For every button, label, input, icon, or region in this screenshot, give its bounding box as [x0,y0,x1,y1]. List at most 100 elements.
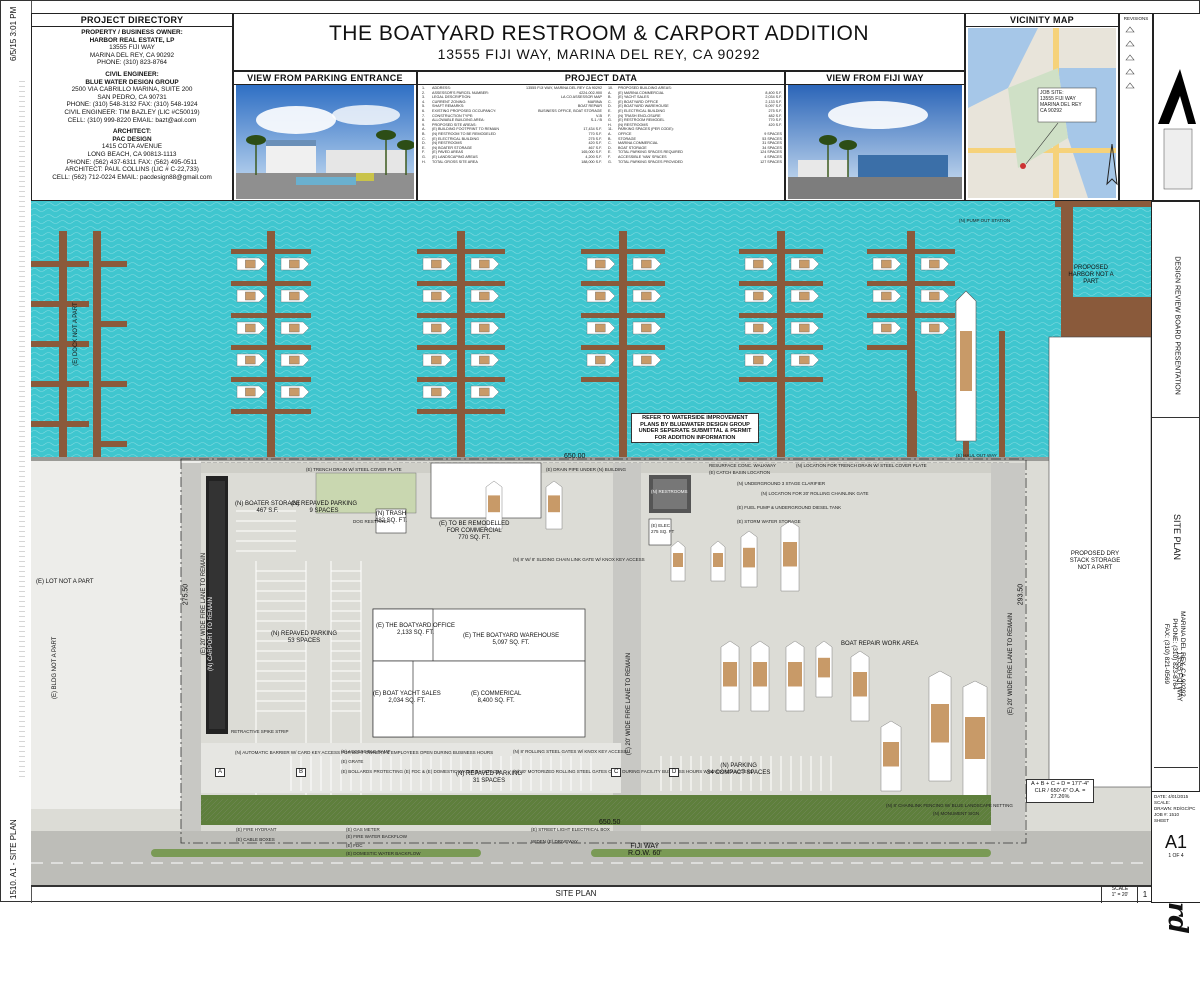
boat-deck [289,323,300,333]
label-motorized: (N) 40' MOTORIZED ROLLING STEEL GATES OP… [513,769,753,774]
project-data-num: H. [422,159,426,164]
project-data-value: 420 S.F. [588,141,602,146]
fiji-way-text: FIJI WAY [630,843,660,850]
dock-fingers [231,201,1151,459]
boat-deck [965,717,985,759]
project-data-num: 11. [608,127,613,132]
project-data-value: 4224-002-900 [579,90,602,95]
scale-box: SCALE 1" = 20' [1101,886,1138,903]
label-trash: (N) TRASH 482 SQ. FT. [375,511,407,525]
plot-stamp: 6/5/15 3:01 PM [9,6,18,61]
project-data-value: 127 SPACES [760,159,782,164]
boat-deck [641,323,652,333]
boat-deck [753,323,764,333]
view-parking-entrance-header: VIEW FROM PARKING ENTRANCE [234,72,416,85]
marker-d: D [669,768,680,777]
project-directory-header: PROJECT DIRECTORY [32,14,232,27]
project-data-row: 8.ALLOWABLE BUILDING AREA:S-1 / B [422,118,602,123]
label-gas-meter: (E) GAS METER [346,827,380,832]
callout-line: MARINA DEL REY [1040,102,1082,108]
label-drain-pipe: (E) DRAIN PIPE UNDER (N) BUILDING [546,467,627,472]
boat-deck [881,291,892,301]
label-remodel: (E) TO BE REMODELLED FOR COMMERCIAL 770 … [439,521,509,542]
dim-bottom: 650.50 [599,819,621,826]
label-fire-lane-mid: (E) 20' WIDE FIRE LANE TO REMAIN [626,652,632,756]
boat-deck [929,323,940,333]
project-data-num: C. [608,99,612,104]
project-data-label: OFFICE [618,131,632,136]
project-data-num: 5. [422,104,426,109]
scale-value: 1" = 20' [1111,892,1129,898]
repaved-9-text: (N) REPAVED PARKING [291,501,358,507]
boat-deck [548,495,560,513]
elec-building [648,518,672,546]
project-data-label: TOTAL PARKING SPACES REQUIRED [618,150,683,155]
row-text: R.O.W. 60' [628,850,662,857]
label-accessible-ramp: (E) ACCESSIBLE RAMP [341,749,391,754]
label-domestic-backflow: (E) DOMESTIC WATER BACKFLOW [346,851,421,856]
label-fdc: (E) FDC [346,843,363,848]
label-haul-out: (E) HAUL OUT WAY [956,453,997,458]
label-widen-driveway: WIDEN (E) DRIVEWAY [531,839,578,844]
project-data-value: 482 S.F. [768,113,782,118]
label-rolling-gates: (N) 8' ROLLING STEEL GATES W/ KNOX KEY A… [513,749,627,754]
yacht-sales-sf: 2,034 SQ. FT. [388,698,426,704]
boat-deck [488,495,500,513]
sheet-info: DATE: 4/01/2015 SCALE: DRAWN: RD/GC/PC J… [1151,791,1200,903]
remodel-sf: 770 SQ. FT. [458,535,491,541]
label-commercial: (E) COMMERICAL 8,400 SQ. FT. [471,691,521,705]
moored-boats [236,257,950,399]
project-data-label: (E) BOATYARD OFFICE [618,99,659,104]
project-data-num: F. [608,113,611,118]
project-data-value: 13555 FIJI WAY, MARINA DEL REY CA 90292 [526,86,602,90]
project-data-num: 9. [422,122,426,127]
boat-deck [289,355,300,365]
job-field: JOB #: 1510 [1154,812,1180,817]
label-fire-lane-right: (E) 20' WIDE FIRE LANE TO REMAIN [1008,612,1014,716]
boat-deck [289,291,300,301]
boat-deck [818,657,830,678]
drawing-title: SITE PLAN [555,889,597,898]
architect-name: PAC DESIGN [112,135,152,143]
project-data-label: PROPOSED BUILDING AREAS: [618,86,672,90]
engineer-line: CELL: (310) 999-8220 EMAIL: bazt@aol.com [67,116,197,124]
label-chainlink-fencing: (N) 8' CHAINLINK FENCING W/ BLUE LANDSCA… [886,803,1013,808]
date-field: DATE: 4/01/2015 [1154,794,1189,799]
project-data-value: 275 S.F. [588,136,602,141]
label-fuel-pump: (E) FUEL PUMP & UNDERGROUND DIESEL TANK [737,505,842,510]
label-elec: (E) ELEC 275 SQ. FT [651,523,674,534]
label-slide-gate: (N) 8' W/ 8' SLIDING CHAIN LINK GATE W/ … [513,557,645,562]
address-line: FAX: (310) 821-0569 [1163,623,1170,685]
project-data-value: 9 SPACES [764,131,782,136]
boat-deck [743,547,755,568]
boat-deck [431,259,442,269]
boat-deck [479,387,490,397]
project-data-label: (E) YACHT SALES [618,95,649,100]
project-data-label: STORAGE [618,136,636,141]
label-dry-stack: PROPOSED DRY STACK STORAGE NOT A PART [1063,551,1127,572]
architect-line: LONG BEACH, CA 90813-1113 [87,150,177,158]
project-data-num: 6. [422,108,426,113]
waterside-note: REFER TO WATERSIDE IMPROVEMENT PLANS BY … [631,413,759,444]
boat-deck [641,291,652,301]
project-data-value: 467 S.F. [588,145,602,150]
label-fiji-way: FIJI WAY R.O.W. 60' [628,843,662,857]
marker-b: B [296,768,307,777]
project-data-label: (E) BUILDING FOOTPRINT TO REMAIN [432,127,499,132]
dim-right: 293.50 [1017,583,1025,606]
dry-stack-storage [1048,336,1151,788]
label-office: (E) THE BOATYARD OFFICE 2,133 SQ. FT. [376,623,455,637]
commercial-text: (E) COMMERICAL [471,691,522,697]
project-address: 13555 FIJI WAY, MARINA DEL REY, CA 90292 [437,46,761,62]
marker-c: C [611,768,622,777]
project-data: PROJECT DATA 1.ADDRESS:13555 FIJI WAY, M… [417,71,785,201]
project-data-label: ALLOWABLE BUILDING AREA: [432,118,485,123]
project-data-row: 1.ADDRESS:13555 FIJI WAY, MARINA DEL REY… [422,86,602,91]
project-data-label: PROPOSED SITE AREAS: [432,122,477,127]
